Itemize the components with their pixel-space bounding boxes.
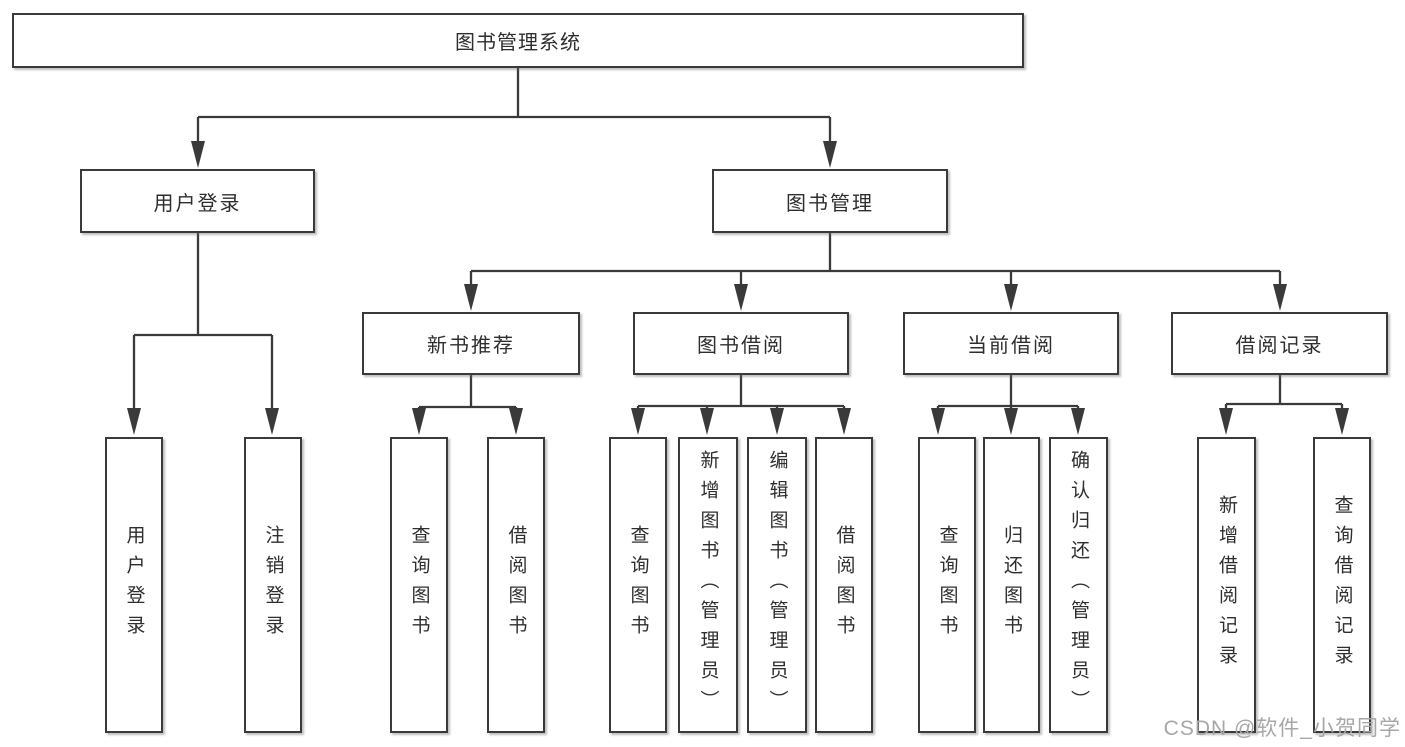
arrowhead <box>931 408 945 435</box>
node-user-login: 用户登录 <box>80 169 315 233</box>
node-label: 图书管理 <box>786 192 874 215</box>
arrowhead <box>464 284 478 311</box>
node-label: 图书借阅 <box>697 335 785 357</box>
connector-newbooks-to-leaves <box>417 375 518 412</box>
leaf-label: 用户登录 <box>123 525 145 645</box>
leaf-label: 查询图书 <box>936 525 958 645</box>
leaf-edit-books-admin: 编辑图书（管理员） <box>747 437 807 733</box>
leaf-borrow-books-recommend: 借阅图书 <box>487 437 545 733</box>
node-current-borrowing: 当前借阅 <box>903 312 1119 375</box>
leaf-label: 查询图书 <box>627 525 649 645</box>
leaf-user-login: 用户登录 <box>105 437 163 733</box>
leaf-search-books-current: 查询图书 <box>918 437 976 733</box>
leaf-label: 注销登录 <box>262 525 284 645</box>
arrowhead <box>191 141 205 168</box>
arrowhead <box>770 408 784 435</box>
leaf-label: 新增图书（管理员） <box>697 450 719 720</box>
node-library-management-system: 图书管理系统 <box>12 13 1024 68</box>
leaf-borrow-books: 借阅图书 <box>815 437 873 733</box>
connector-records-to-leaves <box>1224 375 1344 412</box>
connector-current-to-leaves <box>936 375 1080 412</box>
node-book-management: 图书管理 <box>712 169 948 233</box>
leaf-label: 编辑图书（管理员） <box>766 450 788 720</box>
leaf-label: 借阅图书 <box>505 525 527 645</box>
connector-userlogin-to-leaves <box>132 233 274 412</box>
leaf-label: 查询借阅记录 <box>1331 495 1353 675</box>
arrowhead <box>1071 408 1085 435</box>
leaf-add-borrow-record: 新增借阅记录 <box>1197 437 1256 733</box>
arrowhead <box>734 284 748 311</box>
arrowhead <box>823 141 837 168</box>
leaf-label: 确认归还（管理员） <box>1068 450 1089 720</box>
node-label: 当前借阅 <box>967 335 1055 357</box>
arrowhead <box>1219 408 1233 435</box>
node-label: 新书推荐 <box>427 335 515 357</box>
node-book-borrowing: 图书借阅 <box>633 312 849 375</box>
leaf-label: 借阅图书 <box>833 525 855 645</box>
node-label: 用户登录 <box>153 192 242 215</box>
leaf-label: 查询图书 <box>408 525 430 645</box>
leaf-search-books-recommend: 查询图书 <box>390 437 448 733</box>
leaf-label: 新增借阅记录 <box>1216 495 1237 675</box>
arrowhead <box>631 408 645 435</box>
node-label: 图书管理系统 <box>455 32 581 54</box>
leaf-search-borrow-record: 查询借阅记录 <box>1313 437 1371 733</box>
arrowhead <box>1335 408 1349 435</box>
csdn-watermark: CSDN @软件_小贺同学 <box>1163 717 1401 740</box>
node-new-book-recommendation: 新书推荐 <box>362 312 580 375</box>
arrowhead <box>1004 408 1018 435</box>
arrowhead <box>1004 284 1018 311</box>
leaf-add-books-admin: 新增图书（管理员） <box>678 437 738 733</box>
node-label: 借阅记录 <box>1235 335 1324 357</box>
connector-borrow-to-leaves <box>636 375 846 412</box>
arrowhead <box>837 408 851 435</box>
connector-root-to-level2 <box>196 68 832 145</box>
arrowhead <box>412 408 426 435</box>
leaf-logout: 注销登录 <box>244 437 302 733</box>
arrowhead <box>1273 284 1287 311</box>
leaf-search-books-borrow: 查询图书 <box>609 437 667 733</box>
arrowhead <box>509 408 523 435</box>
arrowhead <box>127 408 141 435</box>
leaf-confirm-return-admin: 确认归还（管理员） <box>1049 437 1108 733</box>
connector-bookmgmt-to-level3 <box>469 233 1282 288</box>
arrowhead <box>265 408 279 435</box>
leaf-return-books: 归还图书 <box>983 437 1040 733</box>
leaf-label: 归还图书 <box>1001 525 1022 645</box>
arrowhead <box>700 408 714 435</box>
node-borrowing-records: 借阅记录 <box>1171 312 1388 375</box>
